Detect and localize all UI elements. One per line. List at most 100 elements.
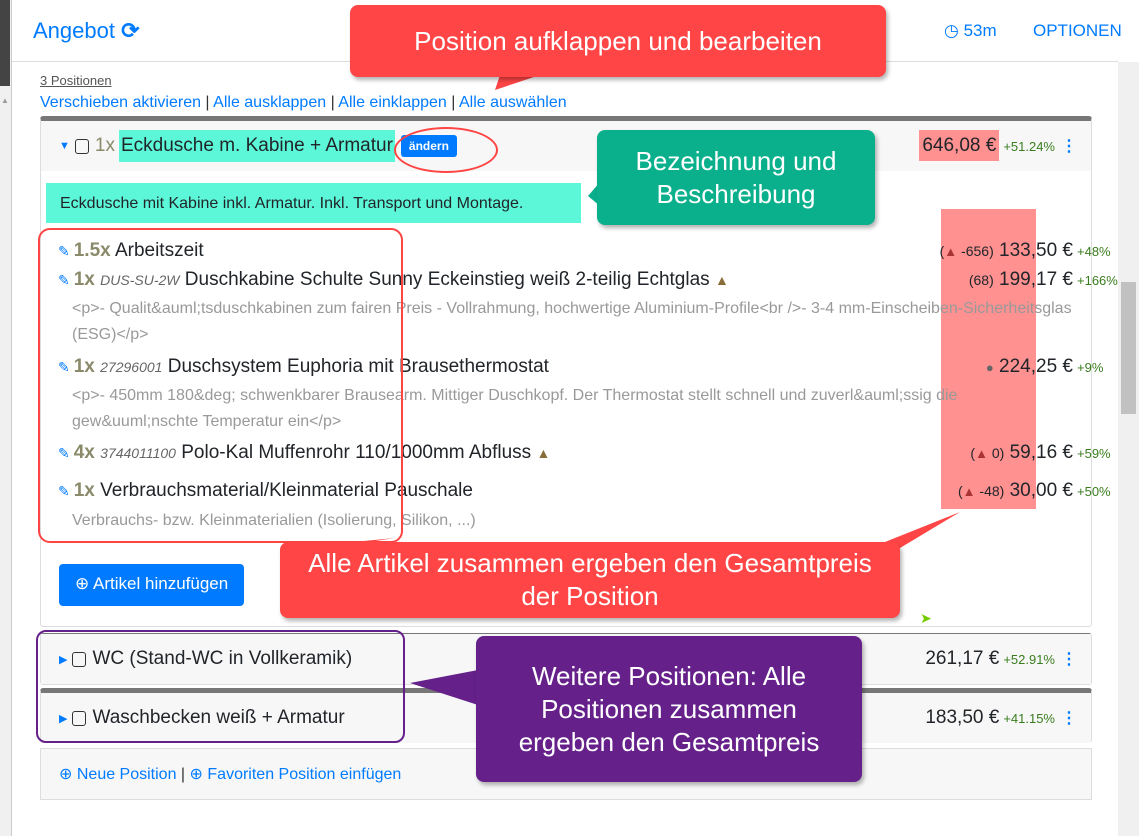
pct: +50% — [1077, 484, 1111, 499]
price-highlight — [941, 209, 1036, 509]
price: 199,17 € — [999, 269, 1073, 290]
caret-right-icon[interactable]: ▶ — [59, 712, 68, 725]
checkbox[interactable] — [74, 138, 89, 154]
plus-circle-icon: ⊕ — [75, 574, 90, 593]
more-icon[interactable]: ⋮ — [1061, 710, 1077, 727]
position-price-group: 646,08 €+51.24% — [919, 130, 1055, 161]
label: Favoriten Position einfügen — [207, 766, 402, 783]
pencil-icon[interactable]: ✎ — [58, 359, 70, 375]
caret-down-icon[interactable]: ▼ — [59, 140, 70, 152]
article-price: (▲ -656) 133,50 €+48% — [939, 240, 1111, 261]
favorite-position-link[interactable]: ⊕ Favoriten Position einfügen — [189, 766, 402, 783]
left-scrollbar[interactable]: ▲ — [0, 0, 12, 836]
article-row[interactable]: ✎1x Verbrauchsmaterial/Kleinmaterial Pau… — [58, 480, 473, 502]
article-row[interactable]: ✎1x 27296001 Duschsystem Euphoria mit Br… — [58, 356, 549, 378]
qty: 1x — [73, 356, 95, 377]
warning-icon: ▲ — [962, 484, 976, 499]
position-title: Eckdusche m. Kabine + Armatur — [118, 130, 395, 162]
position-count: 3 Positionen — [40, 73, 112, 88]
margin-pct: +41.15% — [1003, 711, 1055, 726]
article-row[interactable]: ✎1.5x Arbeitszeit — [58, 240, 204, 262]
callout-positions: Weitere Positionen: Alle Positionen zusa… — [476, 636, 862, 782]
article-row[interactable]: ✎4x 3744011100 Polo-Kal Muffenrohr 110/1… — [58, 442, 550, 464]
code: 3744011100 — [100, 445, 176, 461]
price: 59,16 € — [1009, 442, 1073, 463]
pct: +48% — [1077, 244, 1111, 259]
bulk-actions: Verschieben aktivieren | Alle ausklappen… — [40, 94, 567, 111]
position-title: Waschbecken weiß + Armatur — [92, 707, 345, 728]
position-price: 646,08 € — [919, 130, 1000, 161]
qty: 1x — [94, 135, 115, 156]
collapse-all-link[interactable]: Alle einklappen — [338, 94, 447, 111]
callout-expand-pointer — [495, 75, 540, 90]
callout-articles: Alle Artikel zusammen ergeben den Gesamt… — [280, 542, 900, 618]
timer[interactable]: ◷ 53m — [944, 21, 997, 41]
position-price-group: 261,17 €+52.91% — [925, 648, 1055, 670]
add-article-button[interactable]: ⊕ Artikel hinzufügen — [59, 564, 245, 606]
qty: 1.5x — [73, 240, 111, 261]
position-price: 261,17 € — [925, 648, 1000, 669]
more-icon[interactable]: ⋮ — [1061, 138, 1077, 155]
warning-icon: ▲ — [536, 445, 551, 461]
more-icon[interactable]: ⋮ — [1061, 651, 1077, 668]
label: Artikel hinzufügen — [93, 574, 229, 593]
callout-expand: Position aufklappen und bearbeiten — [350, 5, 886, 77]
note: -656 — [961, 243, 990, 259]
clock-icon: ◷ — [944, 21, 959, 40]
positions-highlight — [36, 630, 405, 743]
position-price: 183,50 € — [925, 707, 1000, 728]
article-name: Duschkabine Schulte Sunny Eckeinstieg we… — [184, 269, 710, 290]
article-name: Polo-Kal Muffenrohr 110/1000mm Abfluss — [181, 442, 532, 463]
article-price: ● 224,25 € +9% — [985, 356, 1104, 378]
qty: 1x — [73, 480, 95, 501]
scroll-up-icon[interactable]: ▲ — [1, 96, 9, 105]
scrollbar[interactable] — [1118, 62, 1139, 836]
warning-icon: ▲ — [714, 272, 729, 288]
pct: +59% — [1077, 446, 1111, 461]
article-description: <p>- 450mm 180&deg; schwenkbarer Brausea… — [72, 387, 958, 430]
pct: +9% — [1077, 360, 1104, 375]
checkbox[interactable] — [72, 710, 87, 726]
note: 0 — [991, 445, 1000, 461]
options-button[interactable]: OPTIONEN — [1033, 21, 1122, 40]
checkbox[interactable] — [72, 651, 87, 667]
new-position-link[interactable]: ⊕ Neue Position — [59, 766, 177, 783]
title-link[interactable]: Angebot ⟳ — [33, 18, 140, 44]
cursor-icon: ➤ — [920, 610, 932, 626]
pencil-icon[interactable]: ✎ — [58, 483, 70, 499]
article-description: Verbrauchs- bzw. Kleinmaterialien (Isoli… — [72, 512, 476, 529]
edit-highlight — [394, 127, 498, 173]
qty: 4x — [73, 442, 95, 463]
label: Neue Position — [76, 766, 177, 783]
page-title: Angebot — [33, 18, 115, 43]
pencil-icon[interactable]: ✎ — [58, 445, 70, 461]
pencil-icon[interactable]: ✎ — [58, 272, 70, 288]
price: 224,25 € — [999, 356, 1073, 377]
caret-right-icon[interactable]: ▶ — [59, 653, 68, 666]
callout-description: Bezeichnung und Beschreibung — [597, 130, 875, 225]
article-price: (▲ -48) 30,00 €+50% — [957, 480, 1111, 501]
margin-pct: +51.24% — [1003, 139, 1055, 154]
position-description: Eckdusche mit Kabine inkl. Armatur. Inkl… — [46, 183, 581, 223]
margin-pct: +52.91% — [1003, 652, 1055, 667]
select-all-link[interactable]: Alle auswählen — [459, 94, 567, 111]
note: -48 — [979, 483, 1000, 499]
scrollbar-thumb[interactable] — [1121, 282, 1136, 414]
code: 27296001 — [100, 359, 163, 375]
expand-all-link[interactable]: Alle ausklappen — [213, 94, 327, 111]
article-name: Arbeitszeit — [114, 240, 204, 261]
position-price-group: 183,50 €+41.15% — [925, 707, 1055, 729]
article-row[interactable]: ✎1x DUS-SU-2W Duschkabine Schulte Sunny … — [58, 269, 729, 291]
exclamation-icon: ● — [985, 360, 994, 375]
article-name: Duschsystem Euphoria mit Brausethermosta… — [167, 356, 549, 377]
articles-highlight — [38, 228, 403, 543]
article-description: <p>- Qualit&auml;tsduschkabinen zum fair… — [72, 300, 1072, 343]
pencil-icon[interactable]: ✎ — [58, 243, 70, 259]
article-price: (▲ 0) 59,16 €+59% — [970, 442, 1111, 463]
note: 68 — [973, 272, 990, 288]
code: DUS-SU-2W — [100, 272, 180, 288]
timer-value: 53m — [963, 21, 997, 40]
enable-move-link[interactable]: Verschieben aktivieren — [40, 94, 201, 111]
refresh-icon[interactable]: ⟳ — [121, 18, 140, 43]
qty: 1x — [73, 269, 95, 290]
